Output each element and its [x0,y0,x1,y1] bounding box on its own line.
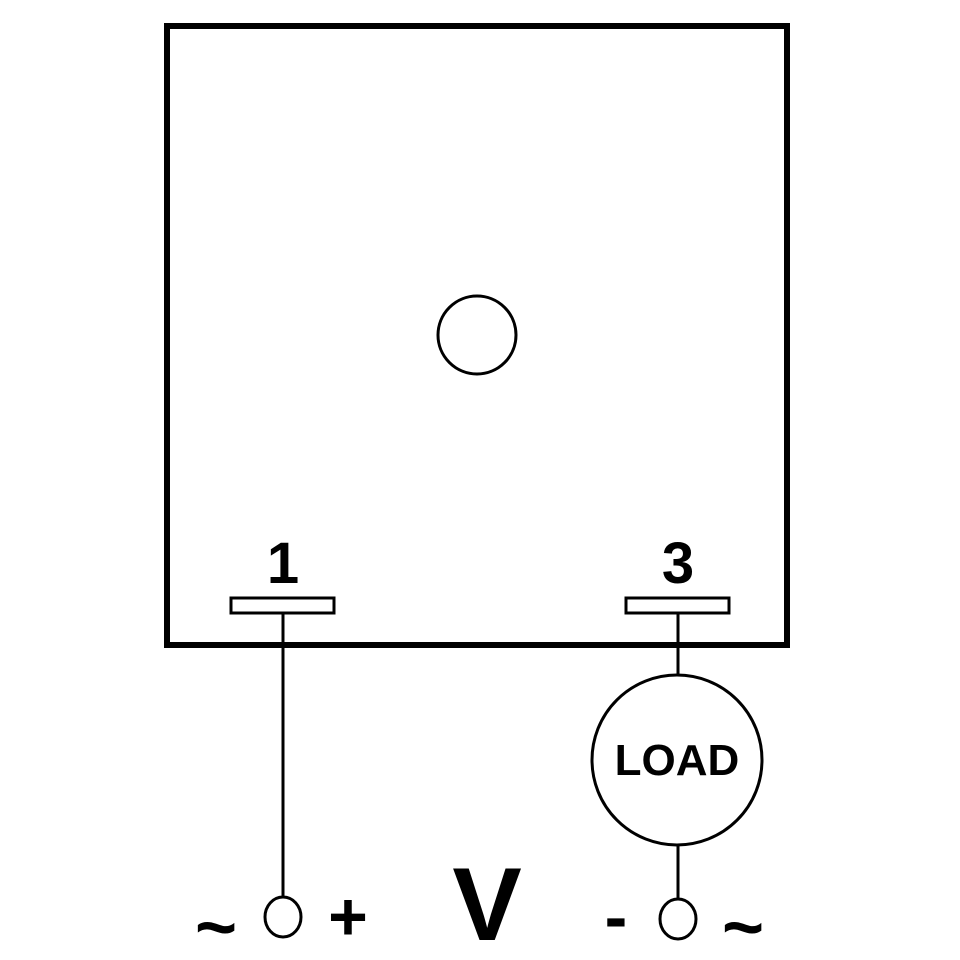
voltage-symbol: V [452,847,521,960]
load-label: LOAD [615,736,740,785]
supply-terminal-left [263,895,303,939]
pin-1-terminal [229,596,336,615]
device-body [164,23,790,648]
ac-symbol-right: ~ [722,888,764,960]
supply-terminal-right [658,897,698,941]
pin-3-label: 3 [662,531,694,596]
plus-symbol: + [328,879,368,955]
minus-symbol: - [605,879,628,955]
pin-3-terminal [624,596,731,615]
ac-symbol-left: ~ [195,888,237,960]
center-hole [436,294,518,376]
pin-1-label: 1 [267,531,299,596]
